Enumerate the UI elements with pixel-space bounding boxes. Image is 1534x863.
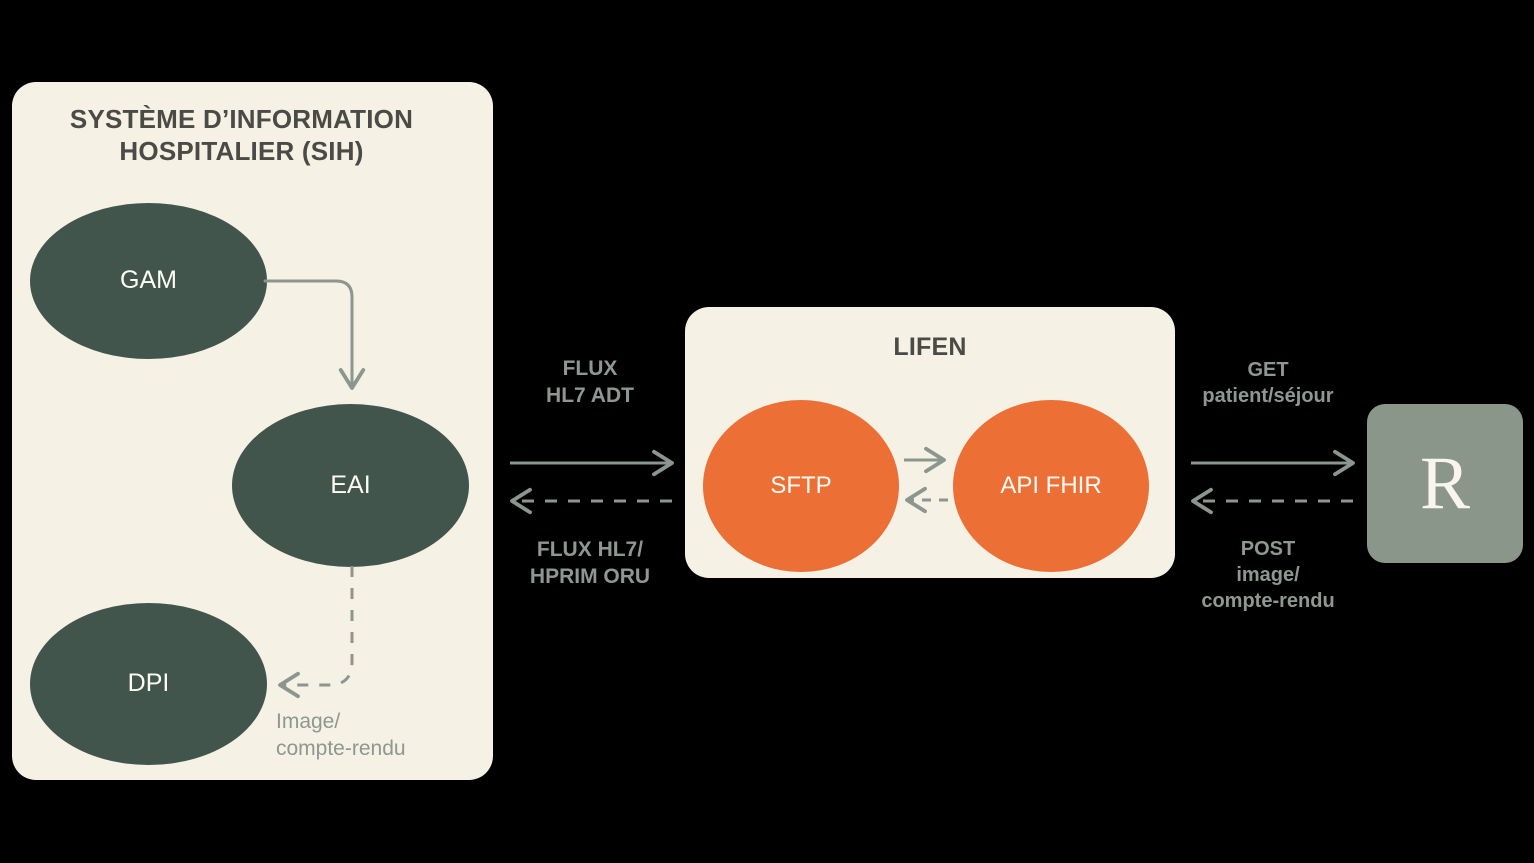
node-sftp[interactable]: SFTP bbox=[703, 400, 899, 572]
edge-label-eai-to-dpi: Image/ compte-rendu bbox=[276, 710, 406, 761]
lifen-panel-title: LIFEN bbox=[893, 333, 967, 361]
edge-label-flux-hl7-hprim-oru: FLUX HL7/ HPRIM ORU bbox=[529, 538, 651, 589]
node-gam[interactable]: GAM bbox=[30, 203, 267, 359]
edge-label-flux-hl7-adt: FLUX HL7 ADT bbox=[546, 357, 634, 408]
node-api-fhir[interactable]: API FHIR bbox=[953, 400, 1149, 572]
application-tile-r[interactable]: R bbox=[1367, 404, 1523, 563]
edge-label-get-patient-sejour: GET patient/séjour bbox=[1202, 359, 1334, 407]
edge-label-post-image-compte-rendu: POST image/ compte-rendu bbox=[1201, 538, 1335, 612]
node-eai[interactable]: EAI bbox=[232, 404, 469, 567]
node-dpi[interactable]: DPI bbox=[30, 603, 267, 765]
sih-panel-title: SYSTÈME D’INFORMATION HOSPITALIER (SIH) bbox=[69, 104, 414, 166]
